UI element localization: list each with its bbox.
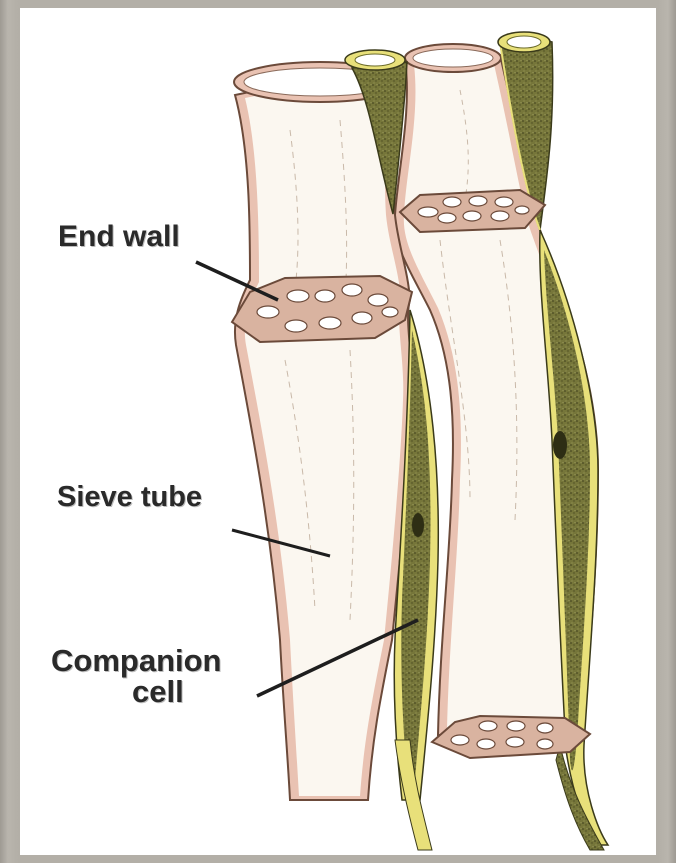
companion-cell-label-line1: Companion [51, 645, 222, 676]
sieve-tube-label: Sieve tube [57, 483, 202, 512]
companion-cell-label-line2: cell [132, 676, 184, 707]
end-wall-plate-upper-right [400, 190, 545, 232]
end-wall-plate-bottom-right [432, 716, 590, 758]
end-wall-label: End wall [58, 222, 180, 252]
